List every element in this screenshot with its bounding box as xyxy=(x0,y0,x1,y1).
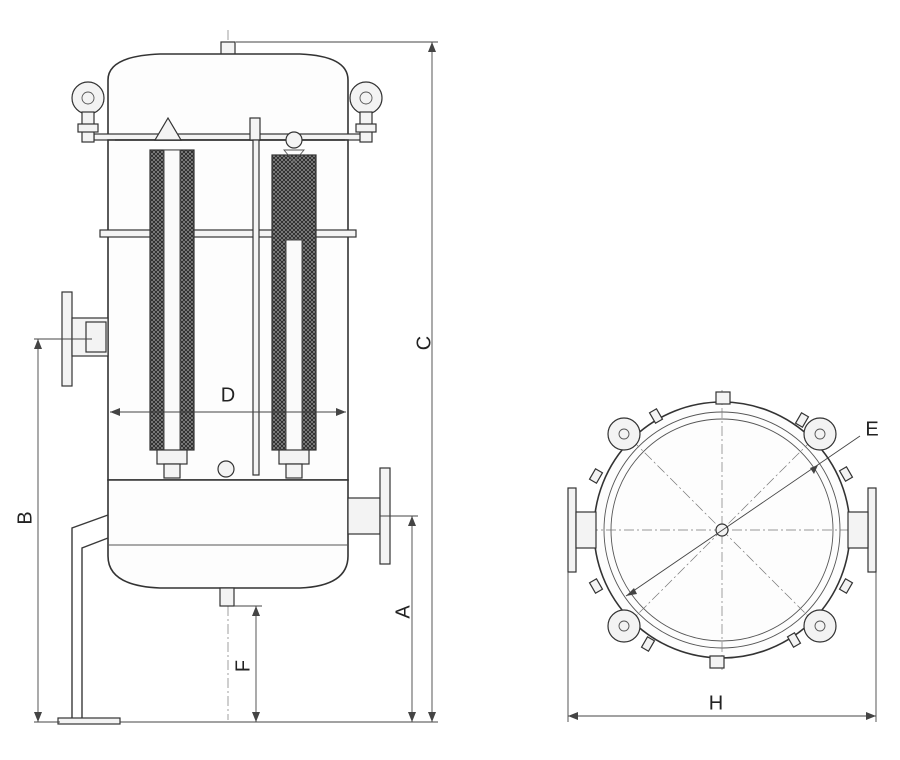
right-spring-top xyxy=(285,131,303,149)
plan-lug-bottom-right xyxy=(803,609,837,643)
side-elevation-view: C B A F xyxy=(14,30,438,725)
support-band xyxy=(99,229,357,238)
plan-lug-top-right xyxy=(803,417,837,451)
right-filter-basket xyxy=(271,149,317,479)
support-leg xyxy=(57,514,121,725)
lid-flange xyxy=(93,133,363,141)
upper-lid xyxy=(107,53,349,139)
dimension-h xyxy=(567,572,877,722)
dimension-b-label: B xyxy=(14,511,36,524)
plan-inlet-flange xyxy=(567,487,597,573)
dimension-h-label: H xyxy=(709,692,723,714)
drain-nozzle xyxy=(219,587,235,607)
dimension-d-label: D xyxy=(221,384,235,406)
dimension-f-label: F xyxy=(232,660,254,672)
left-bag-cap xyxy=(153,116,183,141)
lower-head xyxy=(107,479,349,589)
plan-clamp-bolts xyxy=(588,407,854,653)
plan-lug-bottom-left xyxy=(607,609,641,643)
top-plan-view: E H xyxy=(567,390,879,722)
wing-nut xyxy=(249,117,261,141)
plan-stud-bottom xyxy=(709,655,725,669)
right-eye-bolt xyxy=(349,81,383,143)
sight-glass xyxy=(217,460,235,478)
left-filter-basket xyxy=(149,149,195,479)
left-eye-bolt xyxy=(71,81,105,143)
dimension-f xyxy=(234,605,262,722)
dimension-c-label: C xyxy=(413,336,435,350)
dimension-b xyxy=(34,338,92,723)
plan-outlet-flange xyxy=(847,487,877,573)
dimension-a-label: A xyxy=(392,605,414,619)
plan-lug-top-left xyxy=(607,417,641,451)
plan-stud-top xyxy=(715,391,731,405)
dimension-a xyxy=(380,515,418,722)
dimension-d xyxy=(110,408,346,416)
dimension-c xyxy=(120,41,438,723)
dimension-e xyxy=(625,435,861,597)
guide-rod xyxy=(252,139,260,476)
dimension-e-label: E xyxy=(865,418,878,440)
